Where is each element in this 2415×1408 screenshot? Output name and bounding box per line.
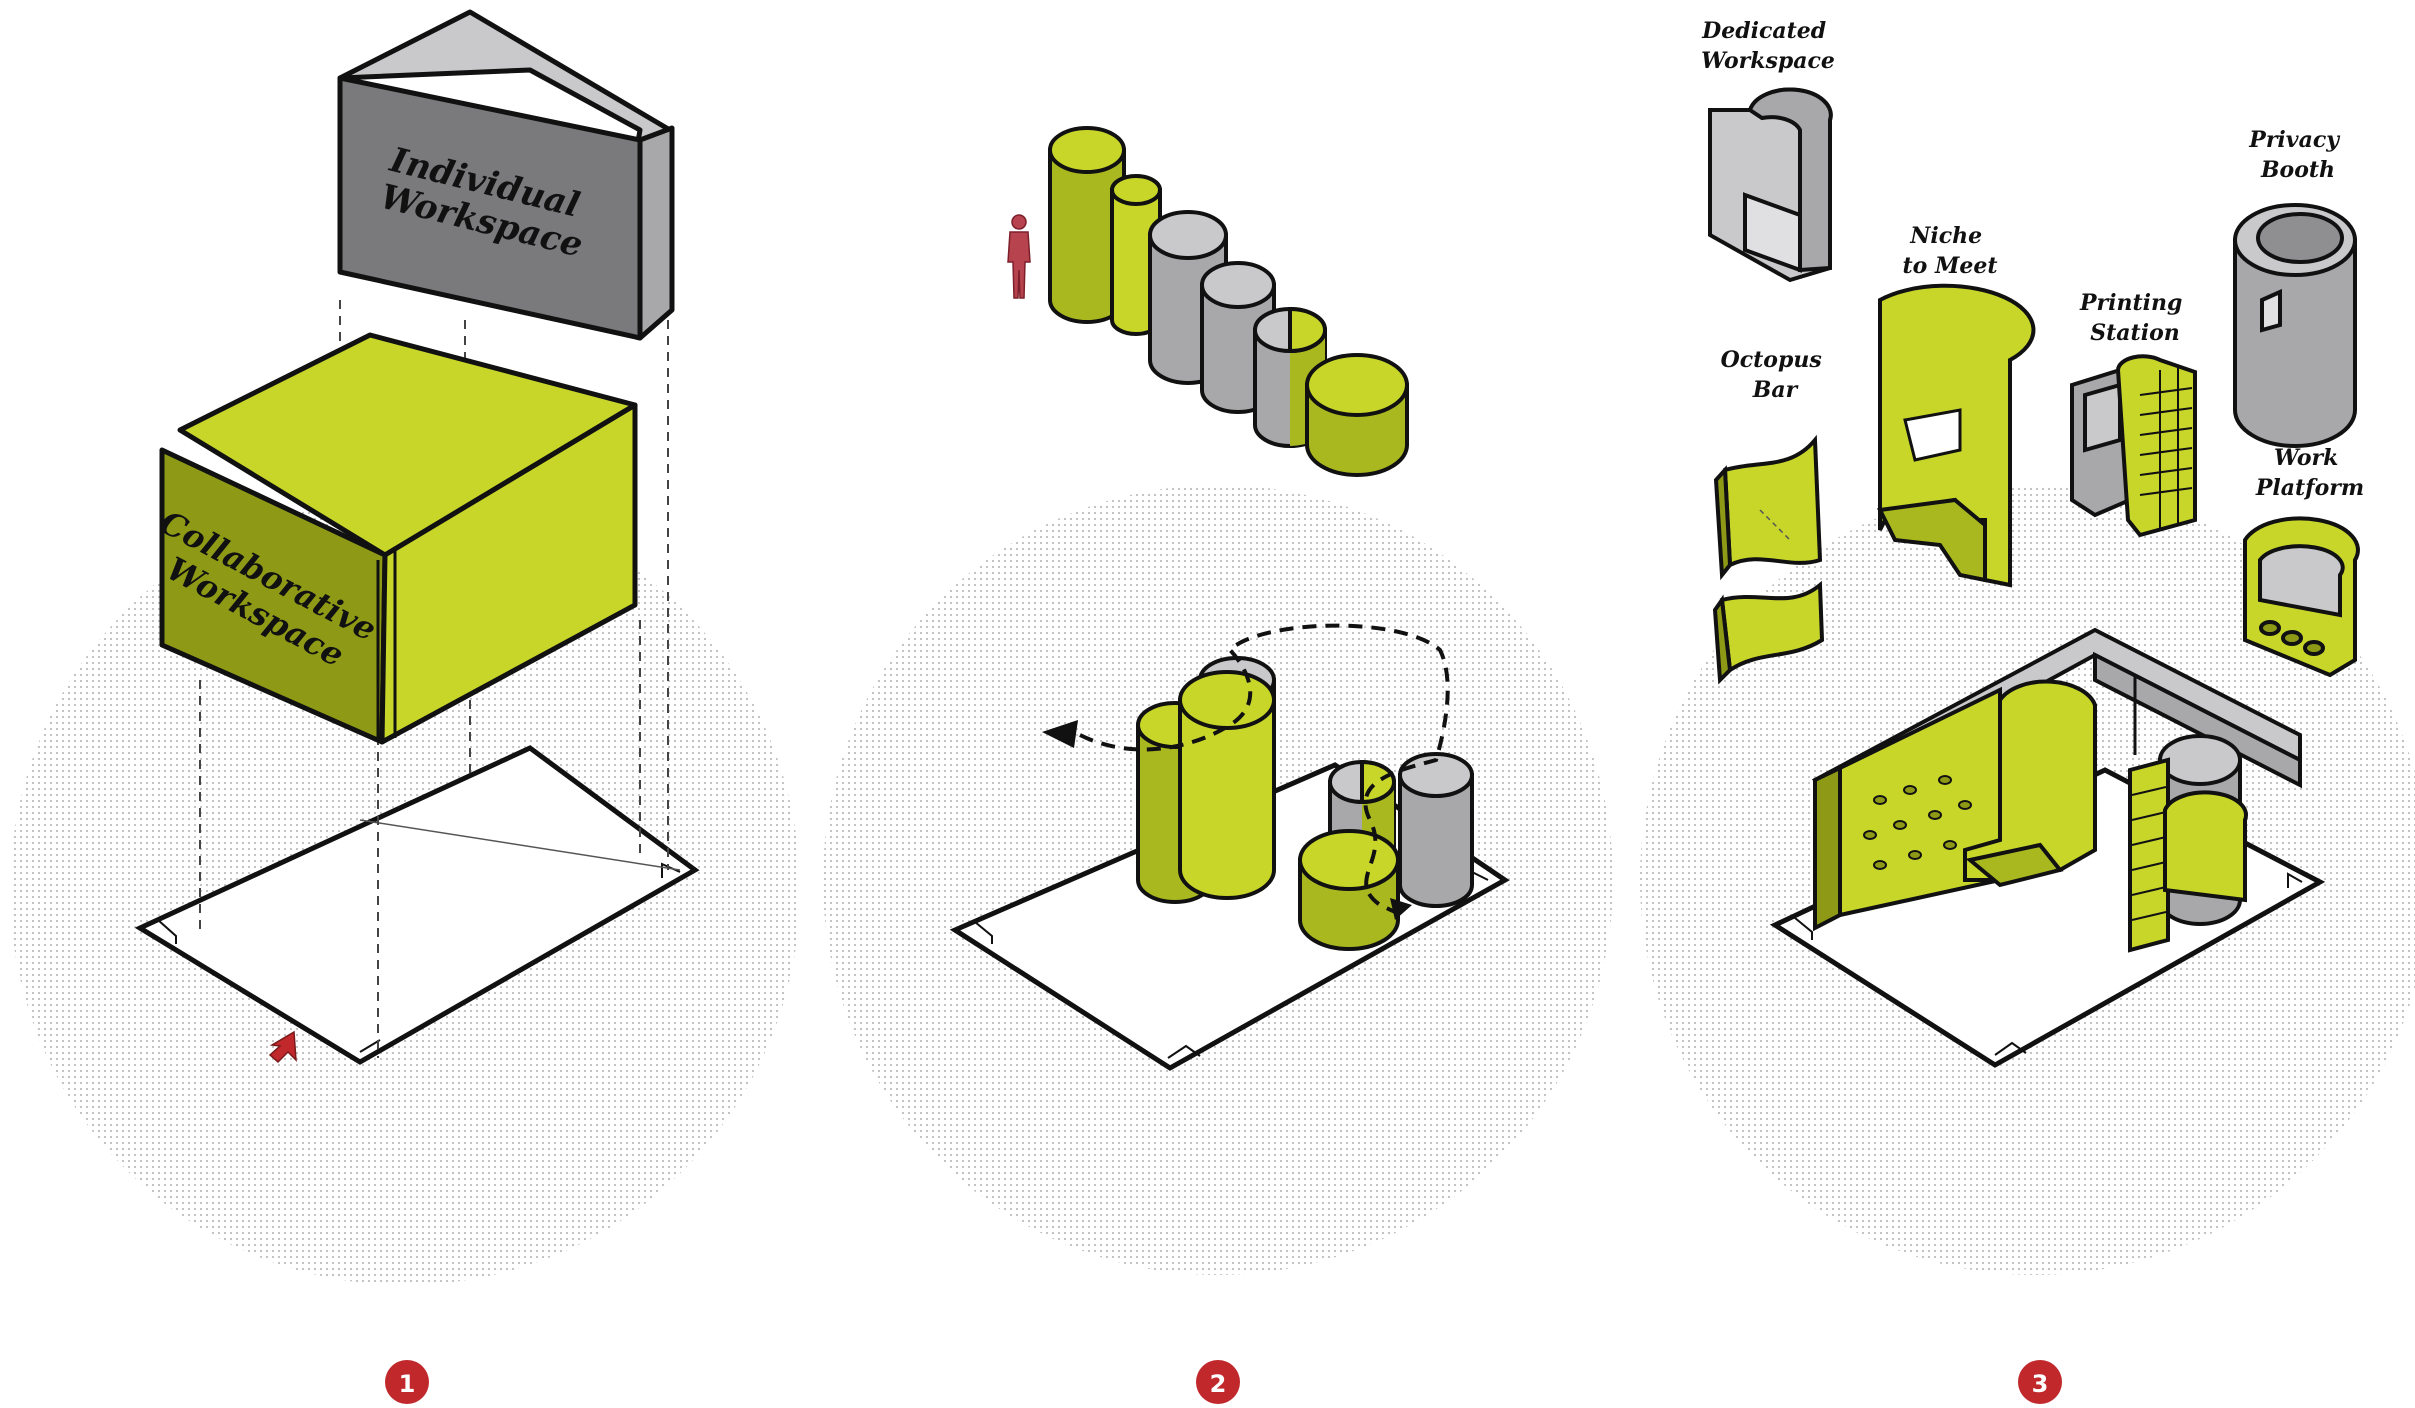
panel-3: Dedicated Workspace Privacy Booth Niche … xyxy=(1640,18,2415,1404)
projection-lines-1 xyxy=(199,300,669,1058)
work-platform-piece xyxy=(2243,516,2360,678)
label-privacy-booth: Privacy Booth xyxy=(2248,127,2346,183)
label-work-platform: Work Platform xyxy=(2255,445,2364,501)
assembled-volumes-2 xyxy=(1136,656,1474,951)
panel-1: Individual Workspace Collaborative Works… xyxy=(10,9,800,1404)
svg-text:3: 3 xyxy=(2032,1370,2049,1398)
circulation-path-arrow-icon xyxy=(1042,623,1450,920)
svg-text:1: 1 xyxy=(399,1370,416,1398)
step-marker-1: 1 xyxy=(385,1360,429,1404)
step-marker-2: 2 xyxy=(1196,1360,1240,1404)
dedicated-workspace-piece xyxy=(1708,87,1833,283)
label-niche-to-meet: Niche to Meet xyxy=(1902,223,1997,279)
label-dedicated-workspace: Dedicated Workspace xyxy=(1701,18,1835,74)
individual-workspace-block xyxy=(337,9,675,341)
assembled-interior-3 xyxy=(1812,627,2302,953)
svg-text:2: 2 xyxy=(1210,1370,1227,1398)
niche-to-meet-piece xyxy=(1876,283,2036,588)
printing-station-piece xyxy=(2070,354,2197,538)
privacy-booth-piece xyxy=(2233,203,2357,448)
panel-2: 2 xyxy=(823,126,1613,1404)
collaborative-workspace-block xyxy=(159,332,638,745)
human-figure-icon xyxy=(1007,214,1031,299)
exploded-volumes-2 xyxy=(1048,126,1409,477)
floor-plate-1 xyxy=(134,745,700,1065)
label-octopus-bar: Octopus Bar xyxy=(1721,347,1830,403)
label-printing-station: Printing Station xyxy=(2079,290,2190,346)
step-marker-3: 3 xyxy=(2018,1360,2062,1404)
octopus-bar-piece xyxy=(1712,434,1825,685)
entrance-arrow-icon xyxy=(268,1030,297,1064)
